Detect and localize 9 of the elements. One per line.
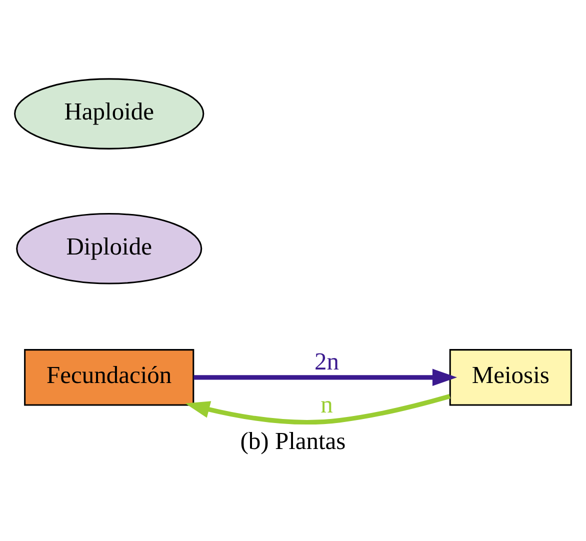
edge-label: 2n [314,348,339,375]
node-ellipse: Diploide [16,212,202,284]
caption: (b) Plantas [240,427,346,454]
node-ellipse: Haploide [14,78,204,149]
node-box: Meiosis [449,348,572,406]
node-box: Fecundación [24,348,194,406]
edge-label: n [320,390,333,418]
arrow [185,394,450,424]
arrow [194,368,458,386]
